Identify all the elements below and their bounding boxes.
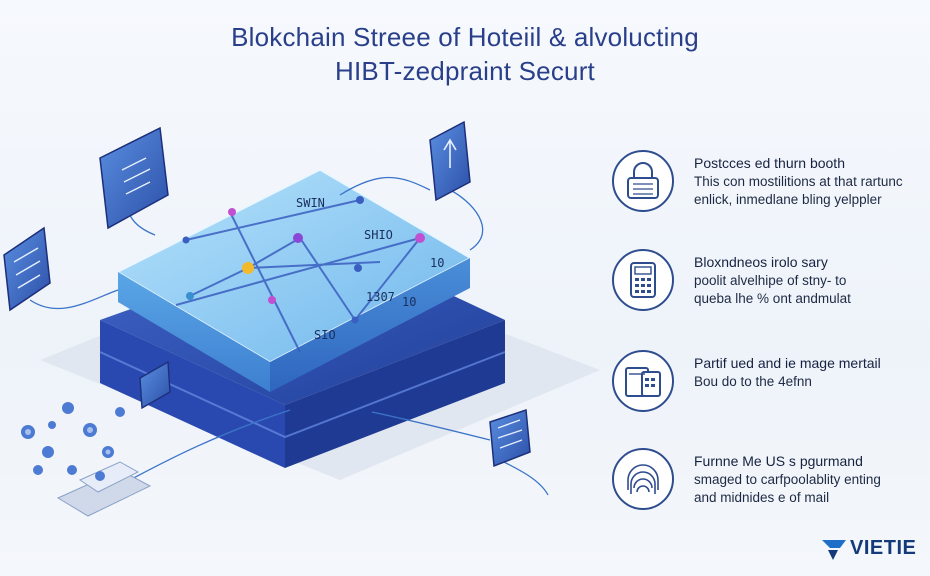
feature-heading: Furnne Me US s pgurmand <box>694 453 863 469</box>
feature-text: poolit alvelhipe of stny- to <box>694 273 847 288</box>
feature-heading: Postcces ed thurn booth <box>694 155 845 171</box>
platform-label: SHIO <box>364 228 393 242</box>
page-subtitle: HIBT-zedpraint Securt <box>335 56 595 86</box>
feature-text: Bou do to the 4efnn <box>694 374 812 389</box>
floating-card-left-top <box>99 126 169 230</box>
fingerprint-icon <box>612 448 674 510</box>
tablet-icon <box>612 350 674 412</box>
feature-text: smaged to carfpoolablity enting <box>694 472 881 487</box>
floating-card-top-right <box>429 120 471 202</box>
platform-label: 10 <box>402 295 417 309</box>
platform-label: SWIN <box>296 196 325 210</box>
network-nodes <box>182 196 425 324</box>
top-slab-left <box>118 272 270 392</box>
top-slab-right <box>270 258 470 392</box>
platform-label: SIO <box>314 328 336 342</box>
feature-item: Postcces ed thurn booth This con mostili… <box>612 150 930 216</box>
feature-heading: Partif ued and ie mage mertail <box>694 355 881 371</box>
brand-mark-icon <box>822 540 846 560</box>
feature-item: Furnne Me US s pgurmand smaged to carfpo… <box>612 448 930 514</box>
calculator-icon <box>612 249 674 311</box>
feature-heading: Bloxndneos irolo sary <box>694 254 828 270</box>
padlock-icon <box>612 150 674 212</box>
feature-text: queba lhe % ont andmulat <box>694 291 851 306</box>
feature-text: enlick, inmedlane bling yelppler <box>694 192 882 207</box>
feature-text: and midnides e of mail <box>694 490 830 505</box>
floating-card-left <box>3 226 51 312</box>
feature-item: Bloxndneos irolo sary poolit alvelhipe o… <box>612 249 930 315</box>
brand-name: VIETIE <box>850 537 917 559</box>
feature-text: This con mostilitions at that rartunc <box>694 174 903 189</box>
floating-card-small <box>139 360 171 410</box>
feature-item: Partif ued and ie mage mertail Bou do to… <box>612 350 930 416</box>
platform-label: 1307 <box>366 290 395 304</box>
brand-logo: VIETIE <box>820 534 930 564</box>
device-cluster <box>21 402 152 517</box>
page-title: Blokchain Streee of Hoteiil & alvoluctin… <box>231 22 699 52</box>
network-grid <box>175 199 421 353</box>
floating-card-bottom-right <box>489 408 531 468</box>
platform-label: 10 <box>430 256 445 270</box>
